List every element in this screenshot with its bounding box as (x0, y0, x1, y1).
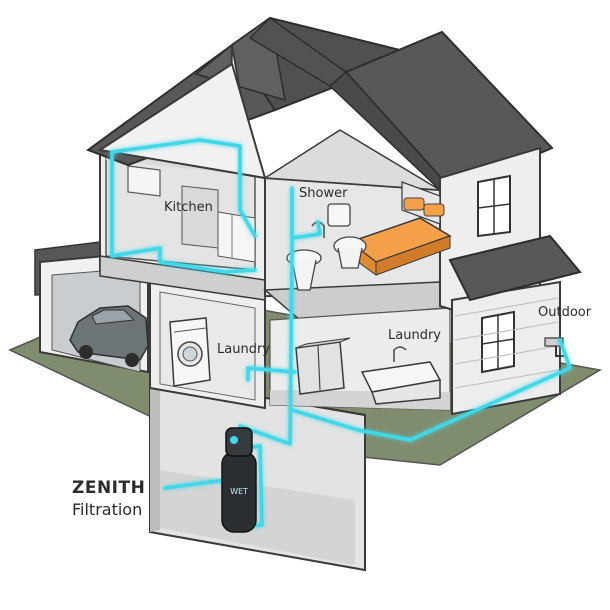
filter-tank-icon: WET (221, 427, 257, 533)
sink-icon (286, 221, 325, 291)
brand-subtitle: Filtration (72, 500, 143, 519)
washer-icon (169, 317, 211, 387)
toilet-icon (327, 203, 367, 269)
room-label-laundry-right: Laundry (388, 328, 441, 343)
faucet-icon (544, 337, 566, 357)
room-label-shower: Shower (299, 186, 348, 201)
roof-right (248, 17, 554, 192)
sink-icon (360, 346, 442, 405)
brand-block: ZENITH Filtration (72, 478, 145, 519)
brand-name: ZENITH (72, 478, 146, 498)
room-label-kitchen: Kitchen (164, 200, 213, 215)
bed-icon (348, 181, 452, 276)
right-wing (439, 146, 582, 416)
basement (149, 376, 366, 572)
window-icon (127, 165, 161, 197)
water-pipes (110, 138, 572, 528)
room-label-outdoor: Outdoor (538, 305, 592, 320)
cabinet-icon (295, 337, 351, 395)
tank-label: WET (230, 487, 248, 496)
room-label-laundry-left: Laundry (217, 342, 270, 357)
car-icon (69, 305, 149, 367)
